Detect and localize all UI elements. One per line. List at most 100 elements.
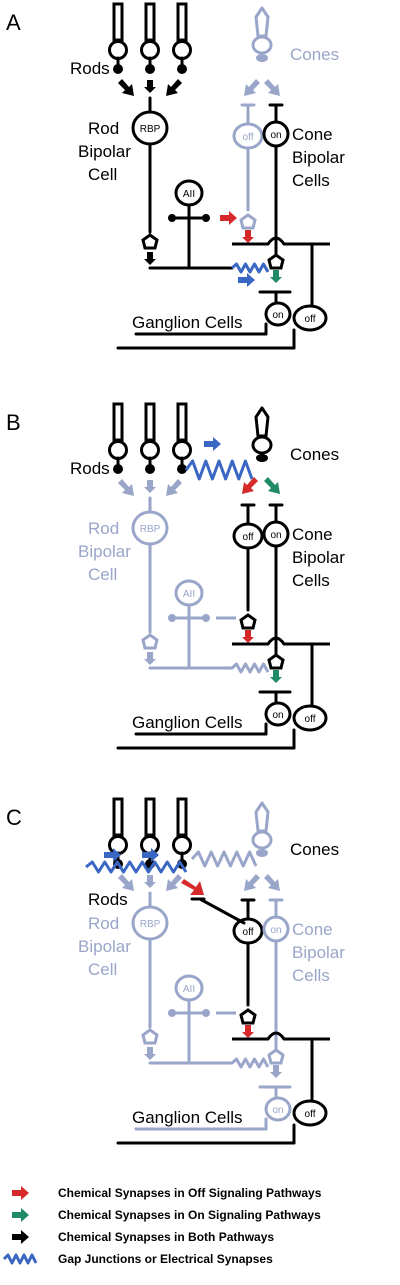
rod-to-rbp-arrow <box>166 479 182 496</box>
rod-bipolar-label-1: Rod <box>88 914 119 933</box>
rod-soma <box>108 835 128 855</box>
rod-cone-gap-junction <box>184 459 254 481</box>
off-ganglion-cell-body <box>292 304 328 332</box>
aii-amacrine-cell-label: AII <box>183 589 195 600</box>
rod-outer-segment <box>144 797 156 837</box>
rod-2 <box>140 2 160 74</box>
cone <box>251 6 273 62</box>
off-output-arrow <box>242 1025 254 1038</box>
rod-to-rbp-arrow <box>144 80 156 93</box>
on-ganglion-cell-body <box>264 301 292 327</box>
off-ganglion-cell-label: off <box>305 714 316 725</box>
off-cone-bipolar-cell-label: off <box>243 532 254 543</box>
rod-bipolar-label-1: Rod <box>88 119 119 138</box>
aii-on-gap-junction <box>231 262 270 274</box>
off-ganglion-cell-body <box>292 1099 328 1127</box>
rod-1 <box>108 402 128 474</box>
rod-2 <box>140 402 160 474</box>
on-ganglion-cell: on <box>264 301 292 327</box>
rod-1 <box>108 797 128 869</box>
rod-outer-segment <box>112 2 124 42</box>
cone-bipolar-label-3: Cells <box>292 571 330 590</box>
rod-soma <box>108 440 128 460</box>
black-arrow-icon <box>12 1230 29 1244</box>
rod-to-rbp-arrow <box>166 874 182 891</box>
on-cone-bipolar-cell-label: on <box>270 925 281 936</box>
aii-amacrine-cell: AII <box>174 179 204 207</box>
rods-label: Rods <box>70 59 110 78</box>
rod-outer-segment <box>144 2 156 42</box>
green-arrow-icon <box>12 1208 29 1222</box>
rod-outer-segment <box>112 797 124 837</box>
off-cone-bipolar-cell: off <box>232 122 264 150</box>
rods-label: Rods <box>70 459 110 478</box>
ganglion-cells-label: Ganglion Cells <box>132 313 243 332</box>
aii-amacrine-cell-label: AII <box>183 984 195 995</box>
off-output-arrow <box>242 230 254 243</box>
gap-junction-zigzag-icon <box>2 1253 38 1265</box>
on-terminal <box>267 653 285 670</box>
cone-to-on-arrow <box>264 874 280 891</box>
rod-cone-flow-arrow <box>204 437 221 451</box>
cone-outer-segment <box>254 6 270 38</box>
rod-cone-gap-junction <box>190 850 258 868</box>
cone-to-on-arrow <box>264 477 280 494</box>
rod-to-off-arrow <box>181 879 204 895</box>
aii-synapse-left <box>168 1009 176 1017</box>
rod-bipolar-cell-label: RBP <box>140 919 161 930</box>
on-ganglion-cell: on <box>264 1096 292 1122</box>
rod-spherule <box>177 64 187 74</box>
off-ganglion-cell: off <box>292 1099 328 1127</box>
rbp-terminal <box>141 233 159 250</box>
rod-to-rbp-arrow <box>144 875 156 888</box>
on-cone-bipolar-cell-label: on <box>270 530 281 541</box>
rod-bipolar-label-3: Cell <box>88 565 117 584</box>
cone-to-off-arrow <box>244 79 260 96</box>
rod-outer-segment <box>112 402 124 442</box>
off-ganglion-cell-body <box>292 704 328 732</box>
off-cone-bipolar-cell-label: off <box>243 927 254 938</box>
rod-soma <box>140 440 160 460</box>
cone <box>251 406 273 462</box>
rod-spherule <box>145 464 155 474</box>
rods-label: Rods <box>88 890 128 909</box>
on-ganglion-cell-body <box>264 1096 292 1122</box>
rod-to-rbp-arrow <box>118 79 134 96</box>
off-terminal <box>239 613 257 630</box>
panel-letter: A <box>6 10 21 35</box>
rod-rod-flow-arrow-1 <box>104 848 121 862</box>
rod-off-dendrite <box>198 897 246 925</box>
cone-bipolar-label-1: Cone <box>292 525 333 544</box>
rod-to-rbp-arrow <box>144 480 156 493</box>
cone-outer-segment <box>254 406 270 438</box>
aii-to-off-arrow <box>220 211 237 225</box>
on-cone-bipolar-cell: on <box>262 120 290 148</box>
on-output-arrow <box>270 270 282 283</box>
off-ganglion-cell-label: off <box>305 314 316 325</box>
aii-synapse-right <box>202 614 210 622</box>
red-arrow-icon <box>12 1186 29 1200</box>
off-cone-bipolar-cell: off <box>232 522 264 550</box>
rod-3 <box>172 2 192 74</box>
on-cone-bipolar-cell-label: on <box>270 130 281 141</box>
rod-bipolar-label-2: Bipolar <box>78 937 131 956</box>
on-ganglion-cell-label: on <box>272 1105 283 1116</box>
cone-bipolar-label-2: Bipolar <box>292 548 345 567</box>
aii-synapse-left <box>168 214 176 222</box>
rod-bipolar-cell: RBP <box>131 110 169 146</box>
aii-synapse-right <box>202 1009 210 1017</box>
rod-bipolar-cell-label: RBP <box>140 124 161 135</box>
rod-to-rbp-arrow <box>118 479 134 496</box>
aii-synapse-left <box>168 614 176 622</box>
panel-letter: B <box>6 410 21 435</box>
off-terminal <box>239 213 257 230</box>
rod-bipolar-label-3: Cell <box>88 960 117 979</box>
rod-3 <box>172 402 192 474</box>
rod-spherule <box>145 64 155 74</box>
rod-1 <box>108 2 128 74</box>
rbp-output-arrow <box>144 252 156 265</box>
